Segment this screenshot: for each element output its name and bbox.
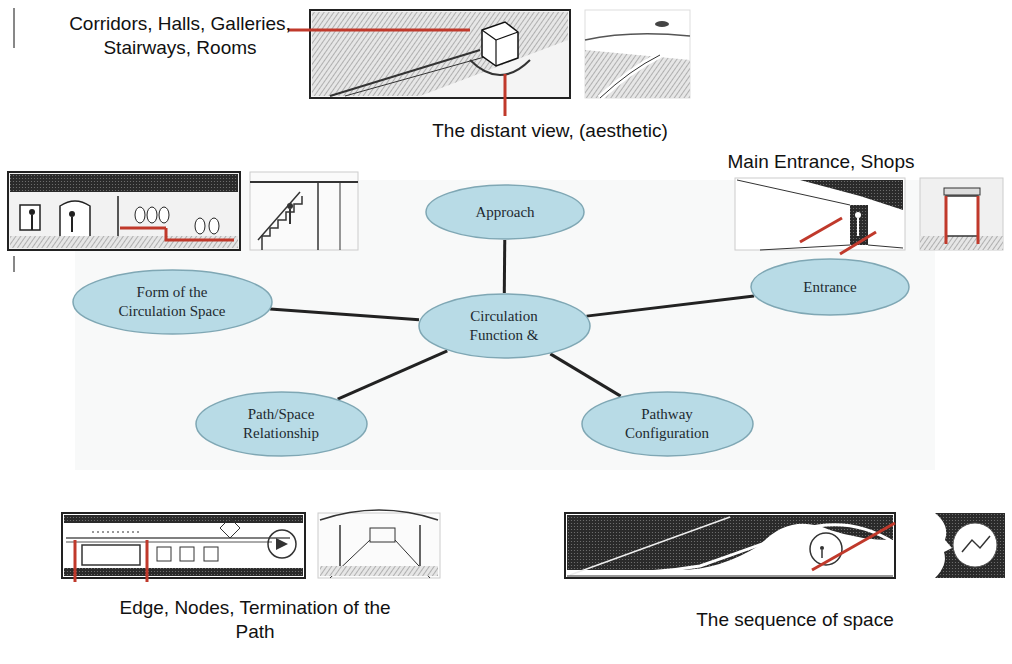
node-label: Circulation Function & <box>449 307 559 345</box>
caption-label: Corridors, Halls, Galleries, Stairways, … <box>30 12 330 60</box>
red-leader <box>74 540 77 582</box>
hallway-sketch <box>318 510 440 578</box>
ellipse-outline <box>418 293 591 359</box>
connector-line <box>550 354 620 396</box>
ellipse-shape <box>196 392 367 456</box>
approach-sketch <box>310 10 570 98</box>
sequence-sketch <box>565 513 895 578</box>
caption-label: Edge, Nodes, Termination of the Path <box>115 596 395 644</box>
connector-line <box>587 296 754 316</box>
ellipse-shape <box>751 259 909 315</box>
head-profile-sketch <box>905 513 1005 578</box>
corridor-sketch <box>8 172 240 250</box>
node-label: Form of the Circulation Space <box>107 283 237 321</box>
node-label: Approach <box>475 203 534 222</box>
red-leader <box>800 218 842 242</box>
red-leader <box>166 228 234 240</box>
red-leader <box>504 74 507 116</box>
margin-line <box>14 256 15 272</box>
connector-line <box>270 309 419 320</box>
ellipse-outline <box>195 391 368 457</box>
caption-label: Main Entrance, Shops <box>701 150 941 174</box>
stair-sketch <box>250 172 358 250</box>
node-text-holder: Path/Space Relationship <box>195 391 368 457</box>
connector-line <box>503 240 506 293</box>
ellipse-node: Pathway Configuration <box>581 391 754 457</box>
caption-label: The sequence of space <box>665 608 925 632</box>
node-label: Entrance <box>803 278 856 297</box>
ellipse-node: Form of the Circulation Space <box>72 269 273 335</box>
ellipse-outline <box>72 269 273 335</box>
node-text-holder: Circulation Function & <box>418 293 591 359</box>
node-text-holder: Approach <box>425 184 585 240</box>
margin-line <box>14 8 15 48</box>
node-label: Path/Space Relationship <box>226 405 336 443</box>
ellipse-shape <box>419 294 590 358</box>
ellipse-node: Entrance <box>750 258 910 316</box>
node-text-holder: Entrance <box>750 258 910 316</box>
red-leader <box>146 540 149 582</box>
entrance-sketch <box>735 178 905 250</box>
node-label: Pathway Configuration <box>612 405 722 443</box>
landscape-sketch <box>585 10 690 98</box>
node-text-holder: Pathway Configuration <box>581 391 754 457</box>
red-leader <box>120 227 166 230</box>
ellipse-node: Approach <box>425 184 585 240</box>
red-leader <box>288 29 470 32</box>
red-leader <box>812 523 895 570</box>
caption-label: The distant view, (aesthetic) <box>390 119 710 143</box>
ellipse-node: Path/Space Relationship <box>195 391 368 457</box>
ellipse-shape <box>582 392 753 456</box>
ellipse-outline <box>581 391 754 457</box>
plan-sketch <box>62 513 305 578</box>
ellipse-shape <box>73 270 272 334</box>
shop-front-sketch <box>920 178 1003 250</box>
ellipse-shape <box>426 185 584 239</box>
ellipse-node: Circulation Function & <box>418 293 591 359</box>
node-text-holder: Form of the Circulation Space <box>72 269 273 335</box>
red-leader <box>840 232 876 254</box>
connector-line <box>338 351 448 399</box>
